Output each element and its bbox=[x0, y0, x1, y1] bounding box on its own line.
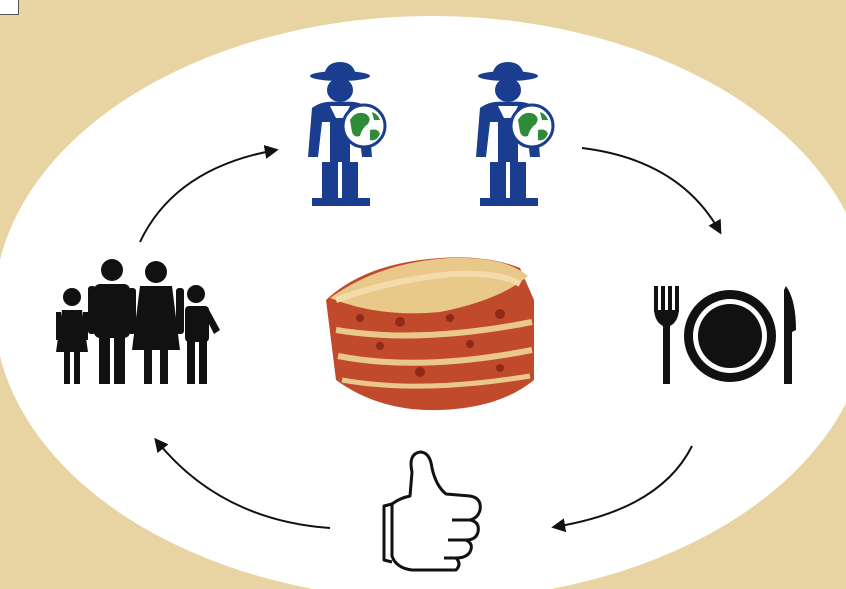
lasagna-image bbox=[326, 257, 534, 410]
